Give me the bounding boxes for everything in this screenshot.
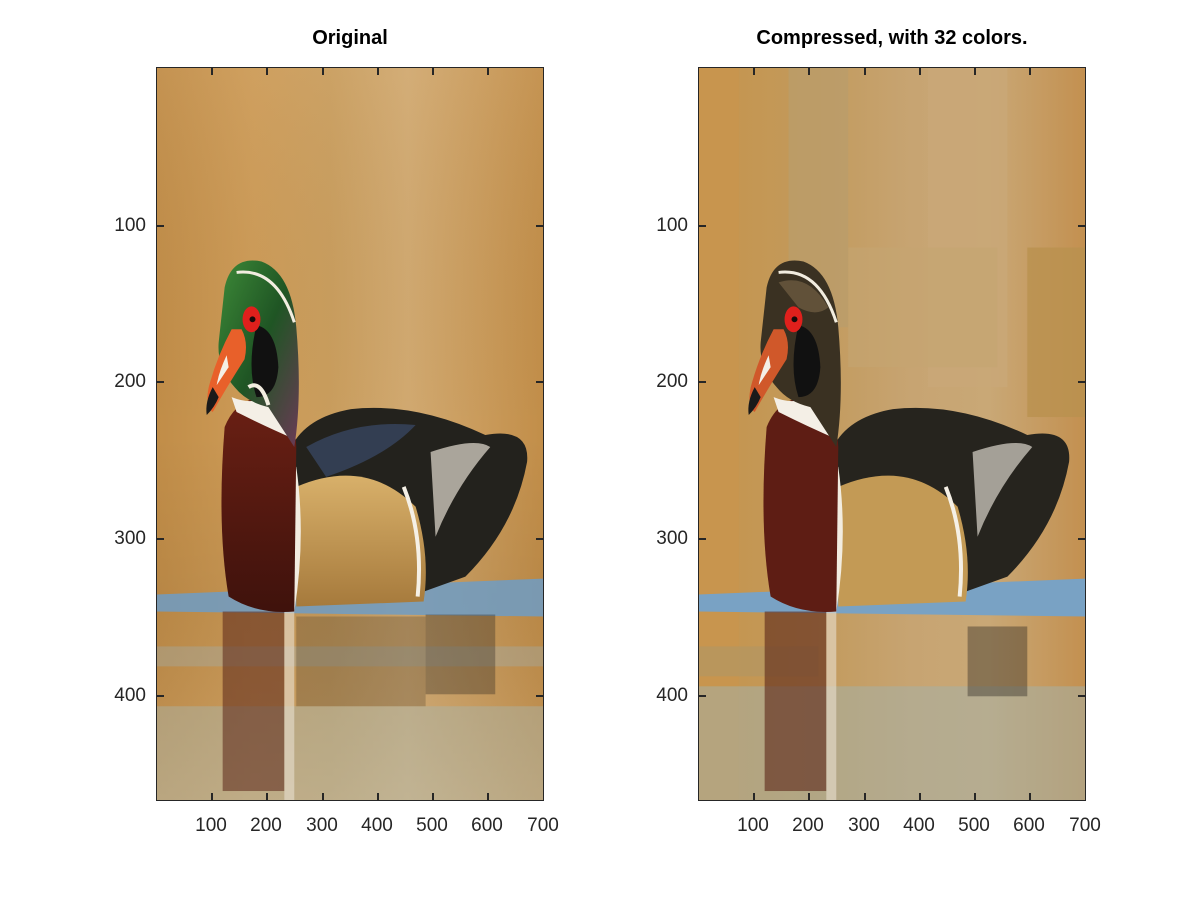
axes-compressed: [698, 67, 1086, 801]
xtick-mark: [211, 793, 213, 801]
ytick-mark: [536, 225, 544, 227]
xtick-mark: [432, 793, 434, 801]
ytick-label: 200: [656, 371, 688, 392]
ytick-mark: [698, 695, 706, 697]
xtick-mark: [1029, 67, 1031, 75]
ytick-mark: [1078, 538, 1086, 540]
original-duck-image: [157, 68, 543, 800]
panel-title-original: Original: [312, 27, 388, 49]
xtick-mark: [377, 67, 379, 75]
ytick-mark: [698, 538, 706, 540]
xtick-label: 500: [958, 815, 990, 836]
xtick-label: 700: [1069, 815, 1101, 836]
xtick-mark: [864, 67, 866, 75]
xtick-mark: [487, 67, 489, 75]
xtick-mark: [753, 793, 755, 801]
xtick-mark: [753, 67, 755, 75]
xtick-mark: [864, 793, 866, 801]
xtick-mark: [266, 67, 268, 75]
ytick-mark: [156, 695, 164, 697]
axes-original: [156, 67, 544, 801]
xtick-mark: [974, 793, 976, 801]
ytick-mark: [1078, 225, 1086, 227]
ytick-label: 300: [656, 528, 688, 549]
ytick-mark: [1078, 381, 1086, 383]
xtick-mark: [487, 793, 489, 801]
xtick-mark: [808, 67, 810, 75]
compressed-duck-image: [699, 68, 1085, 800]
ytick-mark: [698, 225, 706, 227]
xtick-label: 400: [361, 815, 393, 836]
xtick-label: 600: [1013, 815, 1045, 836]
xtick-mark: [974, 67, 976, 75]
xtick-label: 200: [250, 815, 282, 836]
xtick-mark: [432, 67, 434, 75]
xtick-label: 100: [195, 815, 227, 836]
ytick-mark: [1078, 695, 1086, 697]
xtick-mark: [322, 793, 324, 801]
xtick-label: 300: [306, 815, 338, 836]
ytick-mark: [156, 538, 164, 540]
ytick-mark: [536, 381, 544, 383]
xtick-mark: [211, 67, 213, 75]
xtick-mark: [266, 793, 268, 801]
xtick-label: 300: [848, 815, 880, 836]
ytick-label: 200: [114, 371, 146, 392]
xtick-mark: [919, 67, 921, 75]
xtick-mark: [1029, 793, 1031, 801]
panel-title-compressed: Compressed, with 32 colors.: [756, 27, 1028, 49]
xtick-label: 400: [903, 815, 935, 836]
xtick-mark: [919, 793, 921, 801]
ytick-label: 400: [114, 685, 146, 706]
ytick-label: 100: [656, 215, 688, 236]
ytick-mark: [536, 538, 544, 540]
xtick-label: 200: [792, 815, 824, 836]
xtick-label: 500: [416, 815, 448, 836]
ytick-mark: [156, 381, 164, 383]
ytick-label: 400: [656, 685, 688, 706]
ytick-mark: [156, 225, 164, 227]
ytick-label: 300: [114, 528, 146, 549]
xtick-label: 700: [527, 815, 559, 836]
xtick-mark: [377, 793, 379, 801]
ytick-label: 100: [114, 215, 146, 236]
xtick-label: 100: [737, 815, 769, 836]
xtick-mark: [808, 793, 810, 801]
ytick-mark: [536, 695, 544, 697]
xtick-mark: [322, 67, 324, 75]
xtick-label: 600: [471, 815, 503, 836]
ytick-mark: [698, 381, 706, 383]
